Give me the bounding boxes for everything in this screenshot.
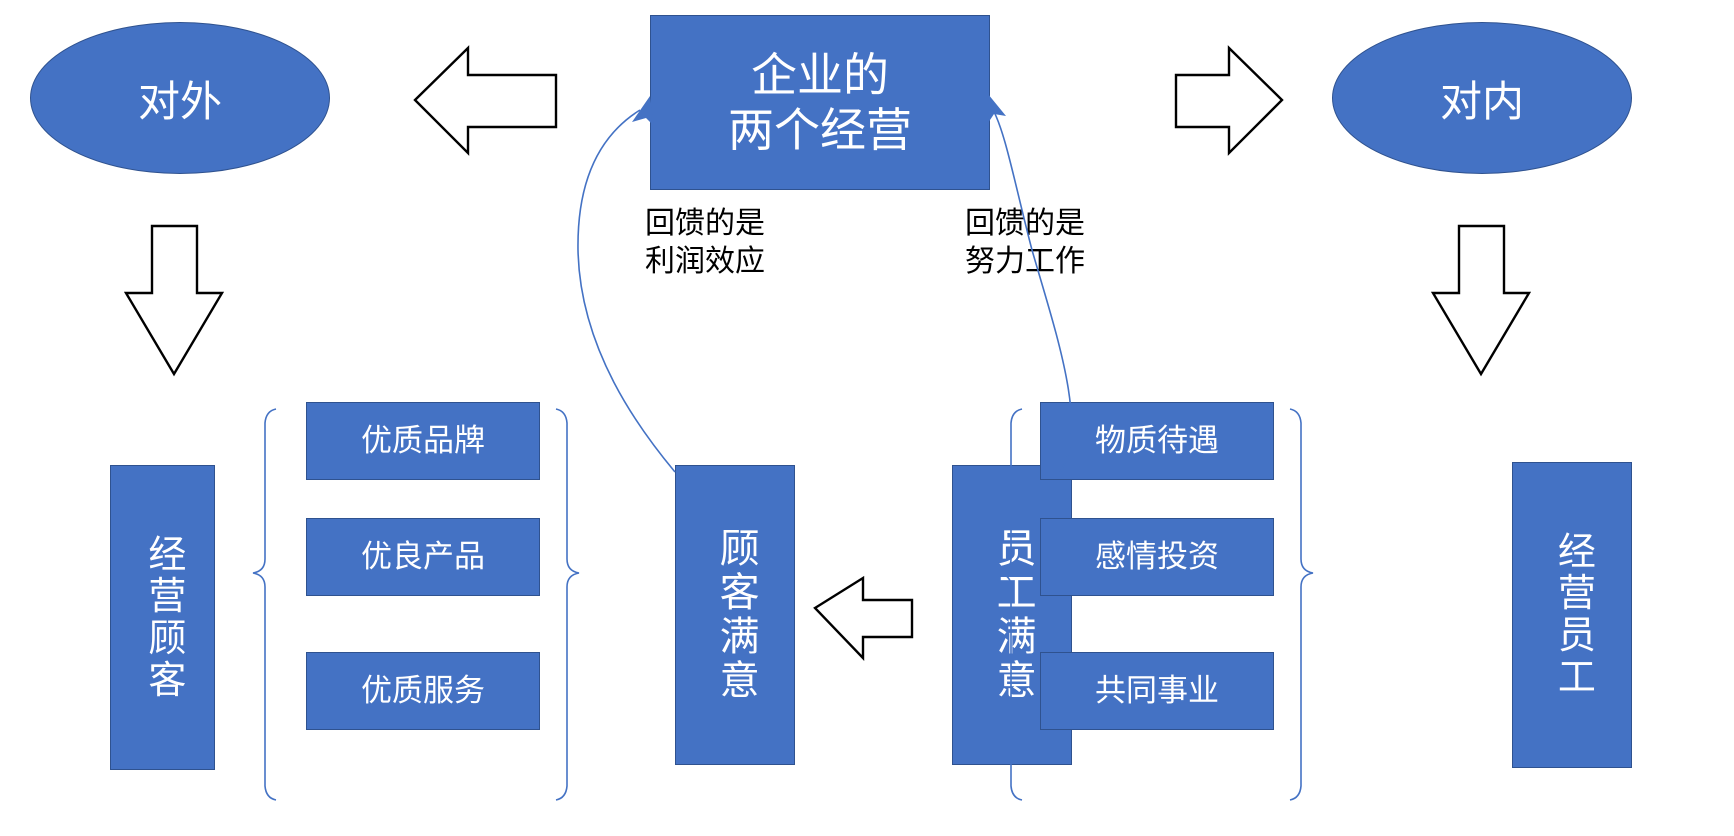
customer-factor-box-3[interactable]: 优质服务 [306, 652, 540, 730]
feedback-left-label: 回馈的是 利润效应 [645, 207, 765, 278]
left-pillar-label: 经营顾客 [141, 533, 184, 702]
feedback-right-label: 回馈的是 努力工作 [965, 207, 1085, 278]
employee-satisfaction-label: 员工满意 [990, 527, 1035, 703]
left-block-arrow-middle [813, 575, 914, 661]
brace-customer-right [555, 408, 580, 801]
down-block-arrow-left [123, 224, 225, 377]
employee-factor-label-1: 物质待遇 [1095, 422, 1219, 458]
inward-ellipse[interactable]: 对内 [1332, 22, 1632, 174]
customer-satisfaction-label: 顾客满意 [713, 527, 758, 703]
employee-factor-box-1[interactable]: 物质待遇 [1040, 402, 1274, 480]
customer-satisfaction-box[interactable]: 顾客满意 [675, 465, 795, 765]
inward-ellipse-label: 对内 [1439, 77, 1524, 125]
employee-factor-box-2[interactable]: 感情投资 [1040, 518, 1274, 596]
left-pillar-operate-customers[interactable]: 经营顾客 [110, 465, 215, 770]
customer-factor-box-2[interactable]: 优良产品 [306, 518, 540, 596]
right-pillar-operate-employees[interactable]: 经营员工 [1512, 462, 1632, 768]
outward-ellipse-label: 对外 [137, 77, 222, 125]
employee-factor-box-3[interactable]: 共同事业 [1040, 652, 1274, 730]
outward-ellipse[interactable]: 对外 [30, 22, 330, 174]
brace-employee-right [1289, 408, 1314, 801]
customer-factor-label-3: 优质服务 [361, 672, 485, 708]
employee-factor-label-2: 感情投资 [1095, 538, 1219, 574]
left-block-arrow-top [413, 45, 558, 156]
customer-factor-label-1: 优质品牌 [361, 422, 485, 458]
customer-factor-label-2: 优良产品 [361, 538, 485, 574]
customer-factor-box-1[interactable]: 优质品牌 [306, 402, 540, 480]
employee-factor-label-3: 共同事业 [1095, 672, 1219, 708]
brace-customer-left [252, 408, 277, 801]
right-block-arrow-top [1174, 45, 1284, 156]
title-box[interactable]: 企业的 两个经营 [650, 15, 990, 190]
right-pillar-label: 经营员工 [1551, 531, 1594, 699]
title-box-label: 企业的 两个经营 [728, 49, 912, 156]
down-block-arrow-right [1430, 224, 1532, 377]
